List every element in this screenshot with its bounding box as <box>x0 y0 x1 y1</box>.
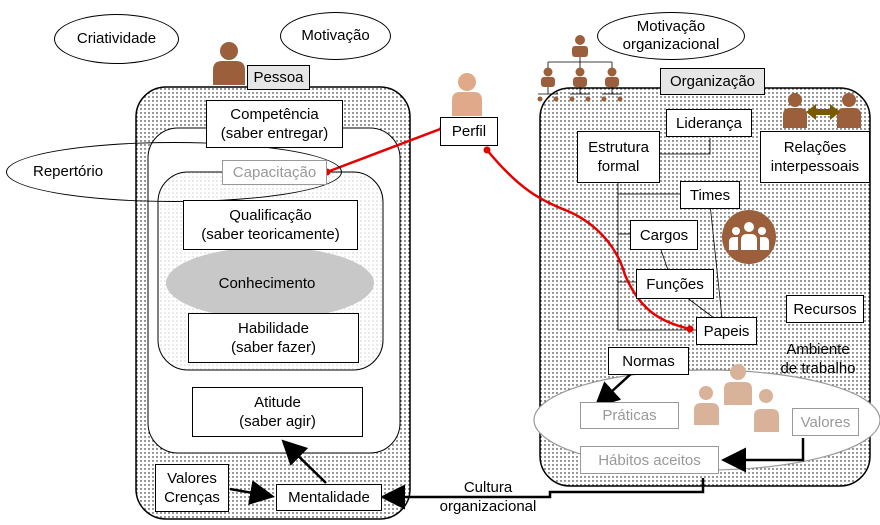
criatividade-ellipse: Criatividade <box>54 14 179 64</box>
relacoes-box: Relações interpessoais <box>760 131 870 183</box>
habitos-box: Hábitos aceitos <box>580 446 719 474</box>
mentalidade-box: Mentalidade <box>276 484 382 511</box>
cargos-box: Cargos <box>630 220 698 250</box>
praticas-box: Práticas <box>580 402 679 429</box>
motivacao-ellipse: Motivação <box>280 12 391 60</box>
papeis-box: Papeis <box>696 317 757 345</box>
conhecimento-ellipse <box>166 247 374 319</box>
competencia-box: Competência (saber entregar) <box>206 100 343 148</box>
times-box: Times <box>680 181 740 209</box>
person-icon <box>213 42 245 85</box>
perfil-person-icon <box>452 73 482 116</box>
capacitacao-box: Capacitação <box>222 160 327 185</box>
lideranca-box: Liderança <box>666 109 752 137</box>
relationship-icon <box>783 93 861 128</box>
conhecimento-label: Conhecimento <box>218 275 316 292</box>
culture-group-icon <box>694 364 779 432</box>
perfil-box: Perfil <box>440 117 498 146</box>
atitude-box: Atitude (saber agir) <box>192 387 363 437</box>
normas-box: Normas <box>608 347 689 375</box>
ambiente-label: Ambiente de trabalho <box>780 341 856 377</box>
valores-box: Valores <box>792 408 859 436</box>
funcoes-box: Funções <box>636 269 714 299</box>
repertorio-ellipse: Repertório <box>6 142 342 202</box>
motivacao-org-ellipse: Motivação organizacional <box>597 12 745 60</box>
valores-crencas-box: Valores Crenças <box>155 464 229 512</box>
team-icon <box>722 210 776 264</box>
recursos-box: Recursos <box>786 295 864 323</box>
habilidade-box: Habilidade (saber fazer) <box>188 313 359 363</box>
cultura-label: Cultura organizacional <box>439 479 537 515</box>
organizacao-label: Organização <box>660 68 765 95</box>
pessoa-label: Pessoa <box>247 65 310 90</box>
estrutura-formal-box: Estrutura formal <box>577 131 660 183</box>
org-chart-icon <box>537 35 623 102</box>
qualificacao-box: Qualificação (saber teoricamente) <box>183 200 358 250</box>
